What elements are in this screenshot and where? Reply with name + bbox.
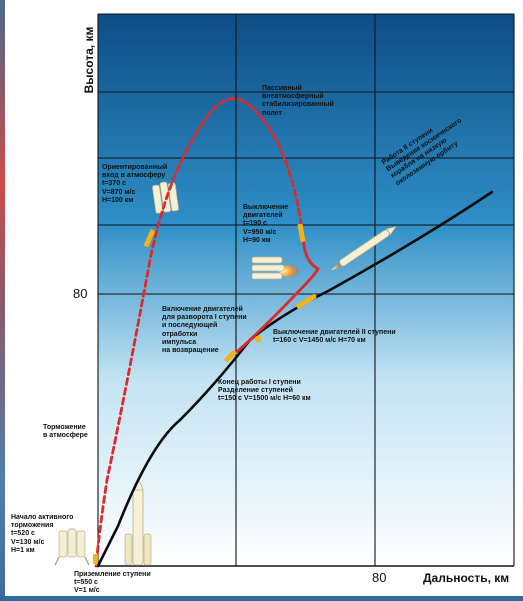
label-separation: Конец работы I ступени Разделение ступен… xyxy=(218,379,311,404)
label-oriented-entry: Ориентированный вход в атмосферу t=370 с… xyxy=(102,164,167,205)
label-line: и последующей xyxy=(162,322,218,330)
label-line: V=130 м/с xyxy=(11,538,45,546)
label-stage2-shutdown: Выключение двигателей II ступени t=160 с… xyxy=(273,329,396,345)
label-line: V=1 м/с xyxy=(74,587,100,595)
y-axis-tick-label: 80 xyxy=(73,286,88,301)
turnaround-point xyxy=(254,335,262,343)
label-line: Приземление ступени xyxy=(74,571,151,578)
second-stage-rocket-icon xyxy=(331,226,397,271)
landing-stage-icon xyxy=(54,528,90,566)
label-active-braking: Начало активного торможения t=520 с V=13… xyxy=(11,514,73,555)
label-line: Торможение xyxy=(43,424,86,431)
x-axis-title: Дальность, км xyxy=(423,571,510,585)
engine-burn-markers xyxy=(93,223,317,564)
x-axis-tick-label: 80 xyxy=(372,570,387,585)
left-edge-strip xyxy=(0,0,5,601)
label-turnaround: Включение двигателей для разворота I сту… xyxy=(162,306,247,355)
label-line: Пассивный xyxy=(262,85,302,92)
label-line: Выключение двигателей II ступени xyxy=(273,329,396,336)
label-line: внеатмосферный xyxy=(262,93,324,101)
label-line: t=150 с V=1500 м/с H=60 км xyxy=(218,395,311,403)
label-braking: Торможение в атмосфере xyxy=(43,424,88,440)
label-line: Выключение xyxy=(243,204,289,211)
label-line: полет xyxy=(262,109,282,117)
label-line: стабилизированный xyxy=(262,101,334,109)
rocket-on-pad-icon xyxy=(124,480,152,566)
label-line: торможения xyxy=(11,522,54,530)
label-landing: Приземление ступени t=550 с V=1 м/с xyxy=(74,571,151,596)
bottom-edge-strip xyxy=(0,596,523,601)
label-line: t=550 с xyxy=(74,579,98,587)
label-line: для разворота I ступени xyxy=(162,314,247,322)
label-line: t=160 с V=1450 м/с H=70 км xyxy=(273,337,366,345)
return-trajectory-passive xyxy=(94,97,306,568)
sky-area xyxy=(98,14,514,566)
label-line: H=1 км xyxy=(11,546,35,554)
label-line: V=950 м/с xyxy=(243,228,277,236)
label-passive-flight: Пассивный внеатмосферный стабилизированн… xyxy=(262,85,334,118)
turning-stage-icon xyxy=(251,256,299,280)
grid xyxy=(97,13,515,567)
separation-marker xyxy=(224,350,237,363)
shutdown-marker xyxy=(297,223,306,243)
entry-marker xyxy=(143,229,156,248)
stage-silhouettes xyxy=(54,181,397,566)
label-line: вход в атмосферу xyxy=(102,172,166,180)
label-engine-shutdown: Выключение двигателей t=190 с V=950 м/с … xyxy=(243,204,288,245)
stage2-shutdown-marker xyxy=(295,293,317,309)
label-line: H=90 км xyxy=(243,236,271,244)
label-line: t=370 с xyxy=(102,180,126,188)
label-line: H=100 км xyxy=(102,196,134,204)
label-line: двигателей xyxy=(243,212,283,220)
return-trajectory-powered xyxy=(228,243,320,360)
label-line: Ориентированный xyxy=(102,164,168,171)
label-line: импульса xyxy=(162,338,197,346)
label-line: в атмосфере xyxy=(43,432,88,440)
label-line: Начало активного xyxy=(11,514,74,521)
label-line: Разделение ступеней xyxy=(218,387,293,395)
label-line: Конец работы I ступени xyxy=(218,379,301,386)
label-line: t=520 с xyxy=(11,530,35,538)
label-line: t=190 с xyxy=(243,220,267,228)
label-line: Включение двигателей xyxy=(162,306,243,313)
label-line: отработки xyxy=(162,330,198,338)
label-line: на возвращение xyxy=(162,347,219,355)
label-line: V=870 м/с xyxy=(102,188,136,196)
y-axis-title: Высота, км xyxy=(82,26,96,94)
landing-burn-marker xyxy=(93,554,98,564)
